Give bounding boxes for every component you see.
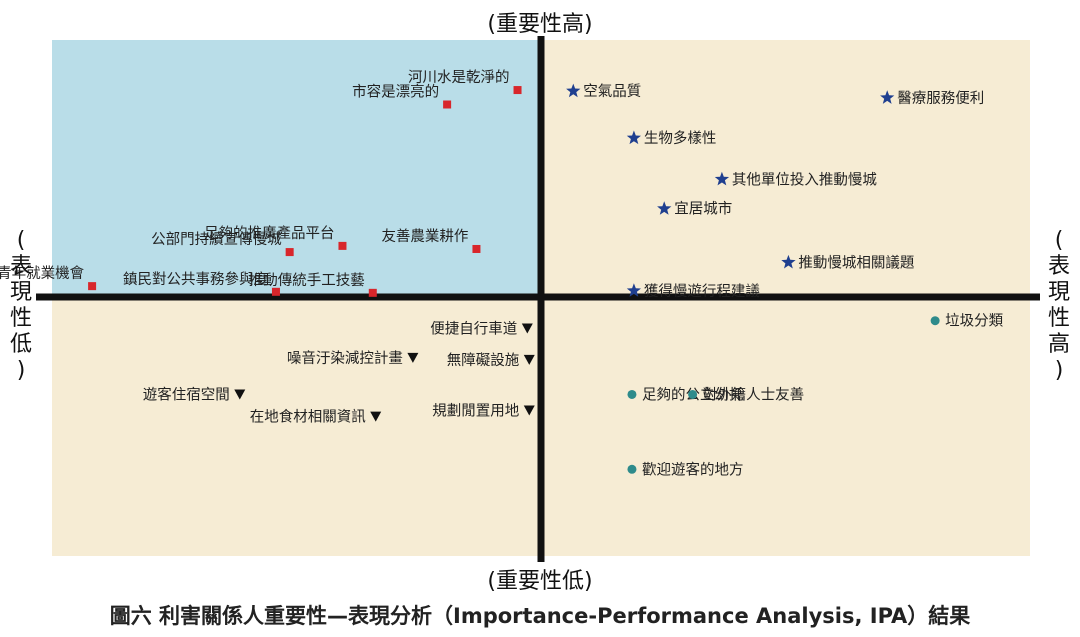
point-label-在地食材相關資訊: 在地食材相關資訊 [250,409,366,426]
point-label-獲得慢遊行程建議: 獲得慢遊行程建議 [644,282,760,300]
marker-triangle-3 [234,389,246,400]
marker-circle-2 [688,389,698,399]
marker-triangle-4 [370,411,382,422]
quadrant-top-right [541,40,1030,297]
point-label-推動慢城相關議題: 推動慢城相關議題 [798,253,914,271]
point-label-足夠的推廣產品平台: 足夠的推廣產品平台 [204,225,335,242]
axis-label-left: ( 表 現 性 低 ) [9,228,32,383]
quadrant-bottom-left [52,297,541,556]
point-label-河川水是乾淨的: 河川水是乾淨的 [408,69,510,86]
point-label-遊客住宿空間: 遊客住宿空間 [143,386,230,403]
point-label-友善農業耕作: 友善農業耕作 [381,227,468,245]
marker-triangle-1 [407,352,419,363]
marker-star-6 [626,283,641,297]
marker-triangle-2 [523,354,535,365]
axis-label-top: (重要性高) [487,12,593,37]
marker-star-2 [626,130,641,145]
marker-square-7 [368,288,377,297]
point-label-公部門持續宣傳慢城: 公部門持續宣傳慢城 [151,231,282,248]
figure-caption: 圖六 利害關係人重要性—表現分析（Importance-Performance … [109,604,971,628]
point-label-宜居城市: 宜居城市 [674,201,732,218]
quadrant-bottom-right [541,297,1030,556]
point-label-生物多樣性: 生物多樣性 [644,130,717,147]
marker-star-5 [781,254,796,269]
point-label-青年就業機會: 青年就業機會 [0,265,85,282]
point-label-噪音汙染減控計畫: 噪音汙染減控計畫 [287,350,403,367]
marker-square-5 [88,282,97,291]
point-label-推動傳統手工技藝: 推動傳統手工技藝 [249,272,365,289]
marker-star-3 [714,171,730,186]
marker-square-0 [513,86,522,95]
marker-circle-1 [627,389,637,399]
marker-square-2 [338,241,347,250]
point-label-便捷自行車道: 便捷自行車道 [430,320,517,337]
marker-circle-0 [930,316,940,326]
point-label-無障礙設施: 無障礙設施 [447,351,520,369]
quadrant-top-left [52,40,541,297]
marker-square-1 [443,100,452,109]
point-label-醫療服務便利: 醫療服務便利 [897,90,984,107]
point-label-鎮民對公共事務參與度: 鎮民對公共事務參與度 [123,271,268,288]
point-label-對外籍人士友善: 對外籍人士友善 [703,386,805,403]
marker-star-1 [880,90,895,104]
marker-square-4 [285,248,294,257]
marker-triangle-0 [521,323,533,334]
marker-star-0 [566,83,581,98]
marker-star-4 [657,201,672,215]
point-label-其他單位投入推動慢城: 其他單位投入推動慢城 [732,171,877,188]
axis-label-bottom: (重要性低) [487,569,593,594]
marker-square-3 [472,244,481,253]
marker-triangle-5 [523,405,535,416]
point-label-市容是漂亮的: 市容是漂亮的 [352,84,439,101]
point-label-規劃閒置用地: 規劃閒置用地 [432,402,519,419]
marker-circle-3 [627,464,637,474]
point-label-歡迎遊客的地方: 歡迎遊客的地方 [642,461,744,478]
point-label-空氣品質: 空氣品質 [583,82,641,100]
marker-square-6 [271,287,280,296]
point-label-垃圾分類: 垃圾分類 [945,313,1003,330]
axis-label-right: ( 表 現 性 高 ) [1047,228,1070,383]
